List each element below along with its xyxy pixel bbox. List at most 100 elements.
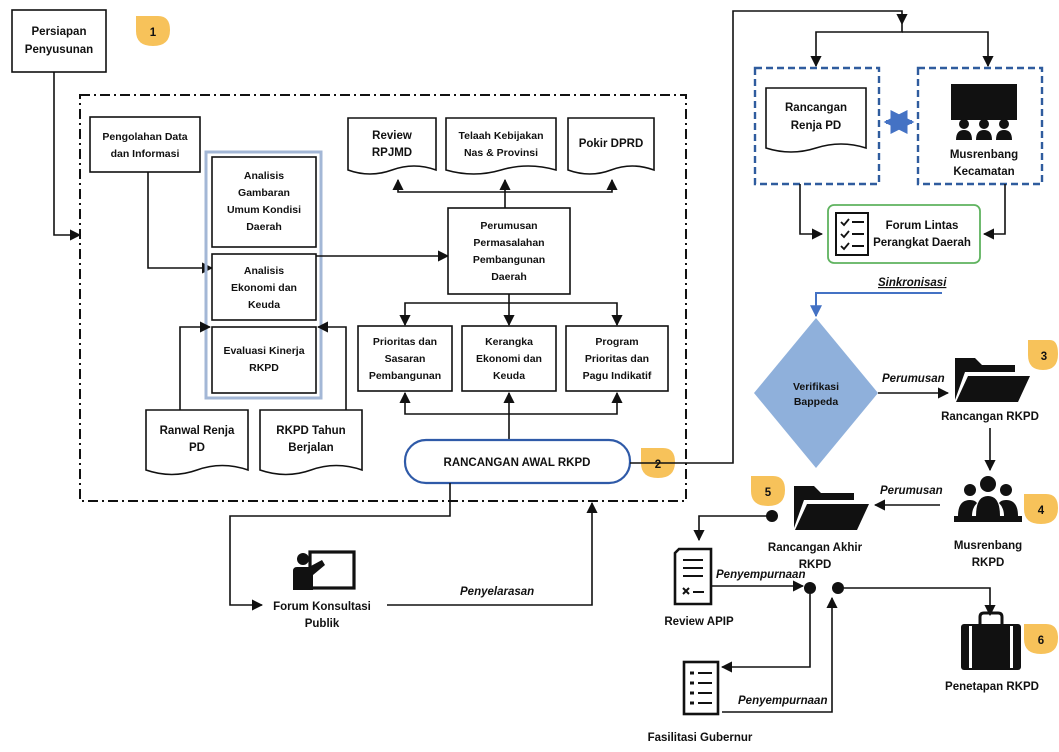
step-number-5: 5 (765, 487, 772, 499)
checklist-icon (835, 212, 869, 256)
kerangka-line-1: Kerangka (485, 336, 533, 348)
rancangan-to-prioritas-arrow (399, 391, 510, 440)
evaluasi-line-1: Evaluasi Kinerja (223, 345, 304, 357)
split-to-renja-arrow (810, 24, 903, 68)
perumusan-line-4: Daerah (491, 271, 527, 283)
sinkronisasi-label: Sinkronisasi (878, 277, 947, 289)
kecamatan-to-forum-lintas-arrow (982, 184, 1006, 240)
prioritas-sasaran-box: Prioritas dan Sasaran Pembangunan (357, 325, 453, 392)
to-penetapan-arrow (844, 587, 996, 617)
step-badge-5: 5 (751, 476, 785, 506)
rancangan-to-program-arrow (509, 391, 623, 415)
program-line-2: Prioritas dan (585, 353, 649, 365)
renja-dashed-frame (753, 66, 881, 186)
telaah-kebijakan-doc: Telaah Kebijakan Nas & Provinsi (445, 117, 557, 175)
rancangan-awal-frame (79, 94, 687, 502)
perumusan-line-3: Pembangunan (473, 254, 545, 266)
telaah-line-1: Telaah Kebijakan (458, 130, 543, 142)
kerangka-line-2: Ekonomi dan (476, 353, 542, 365)
step-badge-4: 4 (1024, 494, 1058, 524)
pengolahan-line-1: Pengolahan Data (102, 131, 187, 143)
pengolahan-arrow (147, 172, 214, 274)
step-badge-6: 6 (1024, 624, 1058, 654)
perumusan-line-2: Permasalahan (473, 237, 544, 249)
persiapan-line-2: Penyusunan (25, 44, 93, 56)
kecamatan-dashed-frame (916, 66, 1044, 186)
perumusan-to-program-arrow (509, 302, 623, 327)
evaluasi-line-2: RKPD (249, 362, 279, 374)
step-badge-1: 1 (136, 16, 170, 46)
prioritas-line-1: Prioritas dan (373, 336, 437, 348)
presentation-icon (293, 550, 356, 590)
berjalan-to-evaluasi-arrow (316, 321, 347, 410)
forum-konsultasi-line-1: Forum Konsultasi (273, 601, 371, 613)
forum-to-rancangan-arrow (387, 501, 598, 606)
step-number-4: 4 (1038, 505, 1045, 517)
prioritas-line-3: Pembangunan (369, 370, 441, 382)
rancangan-to-forum-arrow (229, 483, 451, 611)
split-to-kecamatan-arrow (902, 31, 994, 68)
musrenbang-rkpd-line-1: Musrenbang (954, 540, 1022, 552)
connector-dot (804, 582, 816, 594)
ranwal-line-2: PD (189, 442, 205, 454)
gambaran-line-4: Daerah (246, 221, 282, 233)
perumusan-to-review-arrow (392, 178, 506, 208)
rancangan-awal-rkpd-oval: RANCANGAN AWAL RKPD (403, 438, 632, 485)
ekonomi-line-1: Analisis (244, 265, 284, 277)
verifikasi-line-1: Verifikasi (793, 381, 839, 393)
penyelarasan-label: Penyelarasan (460, 586, 534, 598)
persiapan-penyusunan-box: Persiapan Penyusunan (11, 9, 107, 73)
telaah-line-2: Nas & Provinsi (464, 147, 538, 159)
gambaran-line-3: Umum Kondisi (227, 204, 301, 216)
list-document-icon (682, 660, 720, 716)
musrenbang-kec-line-2: Kecamatan (953, 166, 1014, 178)
musrenbang-kec-line-1: Musrenbang (950, 149, 1018, 161)
to-fasilitasi-arrow (720, 594, 811, 673)
folder-icon (955, 358, 1030, 402)
forum-konsultasi-line-2: Publik (305, 618, 340, 630)
perumusan-to-pokir-arrow (505, 178, 618, 193)
forum-lintas-box: Forum Lintas Perangkat Daerah (827, 204, 981, 264)
rancangan-awal-label: RANCANGAN AWAL RKPD (444, 457, 591, 469)
perumusan-label-2: Perumusan (880, 485, 943, 497)
ranwal-line-1: Ranwal Renja (160, 425, 235, 437)
review-rpjmd-doc: Review RPJMD (347, 117, 437, 175)
ranwal-renja-doc: Ranwal Renja PD (145, 409, 249, 476)
evaluasi-kinerja-box: Evaluasi Kinerja RKPD (211, 326, 317, 394)
connector-dot (832, 582, 844, 594)
people-group-icon (954, 476, 1022, 522)
kerangka-line-3: Keuda (493, 370, 525, 382)
program-line-3: Pagu Indikatif (583, 370, 652, 382)
step-badge-3: 3 (1028, 340, 1058, 370)
penyempurnaan-label-2: Penyempurnaan (738, 695, 827, 707)
analysis-group-frame (204, 150, 323, 400)
persiapan-arrow (53, 72, 82, 241)
rancangan-rkpd-label: Rancangan RKPD (941, 411, 1039, 423)
ekonomi-line-3: Keuda (248, 299, 280, 311)
verifikasi-bappeda-diamond: Verifikasi Bappeda (754, 318, 878, 468)
pengolahan-line-2: dan Informasi (111, 148, 180, 160)
ekonomi-line-2: Ekonomi dan (231, 282, 297, 294)
rancangan-awal-to-renja-arrow (630, 10, 908, 464)
briefcase-icon (961, 611, 1021, 670)
verifikasi-line-2: Bappeda (794, 396, 839, 408)
prioritas-line-2: Sasaran (385, 353, 426, 365)
gambaran-line-2: Gambaran (238, 187, 290, 199)
perumusan-permasalahan-box: Perumusan Permasalahan Pembangunan Daera… (447, 207, 571, 295)
rancangan-renja-doc: Rancangan Renja PD (765, 87, 867, 153)
document-icon (673, 547, 713, 606)
program-line-1: Program (595, 336, 638, 348)
renja-to-forum-lintas-arrow (799, 184, 824, 240)
rancangan-akhir-line-1: Rancangan Akhir (768, 542, 863, 554)
step-number-1: 1 (150, 27, 157, 39)
akhir-to-review-apip-arrow (693, 515, 772, 542)
renja-line-2: Renja PD (791, 120, 842, 132)
program-prioritas-box: Program Prioritas dan Pagu Indikatif (565, 325, 669, 392)
persiapan-line-1: Persiapan (32, 26, 87, 38)
perumusan-line-1: Perumusan (480, 220, 537, 232)
folder-icon (794, 486, 869, 530)
fasilitasi-to-penyempurnaan-arrow (722, 596, 838, 713)
ranwal-to-evaluasi-arrow (179, 321, 212, 410)
